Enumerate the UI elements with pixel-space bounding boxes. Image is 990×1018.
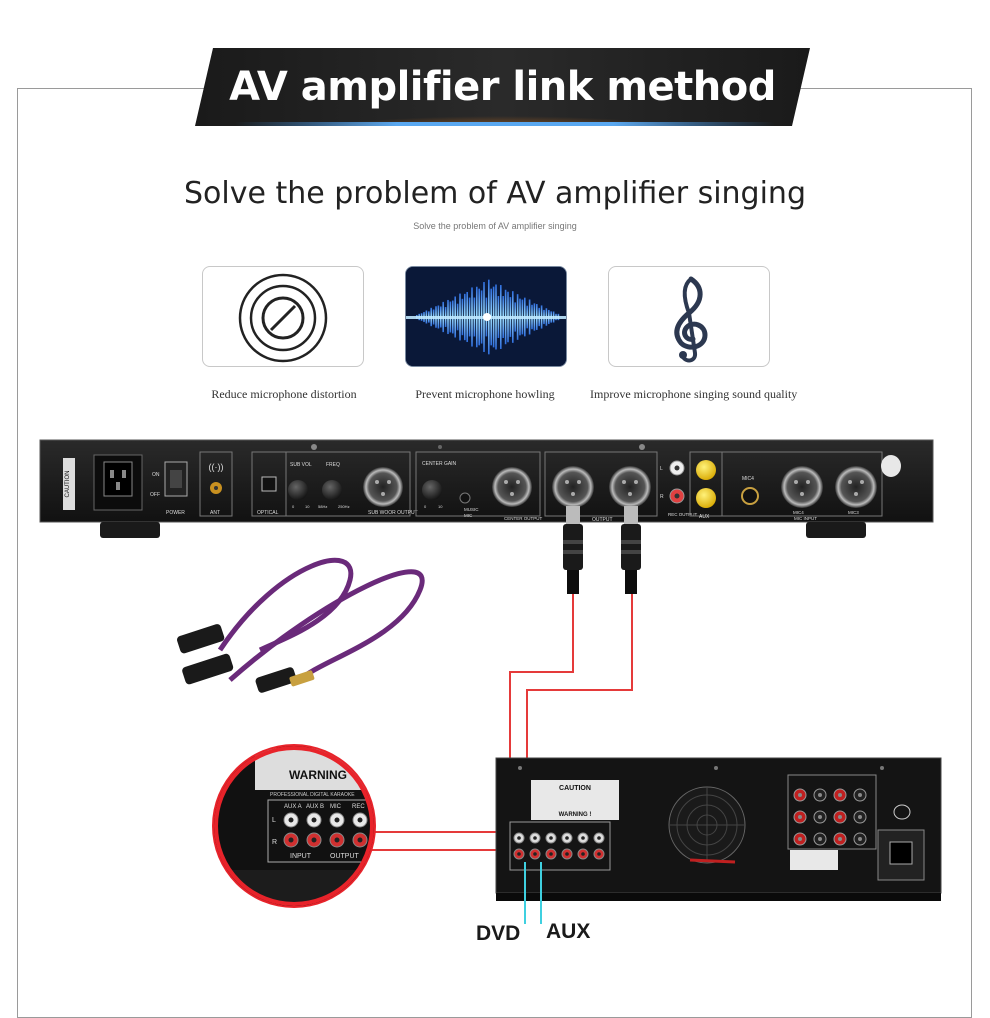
xlr-plugs-inserted	[563, 506, 641, 594]
rec-output-label: REC OUTPUT	[668, 512, 698, 517]
amp-warning-text: WARNING !	[559, 812, 592, 818]
title-banner: AV amplifier link method	[195, 48, 810, 126]
svg-text:10: 10	[305, 504, 310, 509]
zoom-warning-text: WARNING	[289, 768, 347, 782]
feature-card-quality	[608, 266, 770, 367]
svg-text:0: 0	[424, 504, 427, 509]
svg-text:58Hz: 58Hz	[318, 504, 327, 509]
sub-woofer-output-label: SUB WOOR OUTPUT	[368, 510, 418, 516]
microphone-capsule-icon	[238, 273, 328, 363]
mic-label: MIC	[464, 513, 473, 518]
feature-card-distortion	[202, 266, 364, 367]
aux-panel-label: AUX	[699, 514, 710, 520]
sub-vol-label: SUB VOL	[290, 462, 312, 468]
cyan-input-cables	[524, 862, 542, 924]
karaoke-amplifier: CAUTION WARNING !	[495, 757, 942, 901]
zoom-detail: WARNING PROFESSIONAL DIGITAL KARAOKE AUX…	[212, 744, 376, 908]
off-label: OFF	[150, 492, 160, 498]
svg-text:0: 0	[292, 504, 295, 509]
subline: Solve the problem of AV amplifier singin…	[413, 221, 577, 231]
antenna-icon: ((·))	[209, 462, 224, 472]
center-gain-label: CENTER GAIN	[422, 461, 457, 467]
svg-text:MIC: MIC	[330, 804, 342, 810]
feature-caption-quality: Improve microphone singing sound quality	[590, 387, 798, 401]
svg-text:OUTPUT: OUTPUT	[330, 853, 360, 860]
mic-input-label: MIC INPUT	[794, 516, 817, 521]
svg-text:10: 10	[438, 504, 443, 509]
sound-wave-icon	[406, 267, 566, 366]
feature-caption-howling: Prevent microphone howling	[415, 387, 555, 401]
feature-card-howling	[405, 266, 567, 367]
on-label: ON	[152, 472, 160, 478]
banner-title: AV amplifier link method	[229, 64, 776, 110]
music-label: MUSIC	[464, 507, 479, 512]
svg-text:INPUT: INPUT	[290, 853, 312, 860]
svg-text:L: L	[272, 817, 276, 824]
svg-text:MIC4: MIC4	[793, 510, 804, 515]
headline: Solve the problem of AV amplifier singin…	[184, 176, 806, 211]
output-label: OUTPUT	[592, 517, 613, 523]
xlr-to-rca-cables	[177, 557, 425, 693]
optical-label: OPTICAL	[257, 510, 279, 516]
center-output-label: CENTER OUTPUT	[504, 516, 543, 521]
ant-label: ANT	[210, 510, 220, 516]
svg-text:R: R	[272, 839, 277, 846]
treble-clef-icon	[674, 276, 708, 363]
connection-diagram: CAUTION ON OFF POWER ((·)) ANT OPTICAL S…	[39, 439, 942, 924]
svg-text:AUX A: AUX A	[284, 804, 302, 810]
svg-text:MIC3: MIC3	[848, 510, 859, 515]
caution-sticker-text: CAUTION	[65, 471, 71, 498]
freq-label: FREQ	[326, 462, 340, 468]
processor-rear-panel: CAUTION ON OFF POWER ((·)) ANT OPTICAL S…	[39, 439, 934, 538]
svg-text:L: L	[660, 466, 663, 472]
dvd-label: DVD	[476, 922, 521, 945]
aux-label: AUX	[546, 920, 591, 943]
power-label: POWER	[166, 510, 185, 516]
svg-text:R: R	[660, 494, 664, 500]
feature-caption-distortion: Reduce microphone distortion	[211, 387, 357, 401]
amp-caution-text: CAUTION	[559, 785, 591, 792]
svg-text:AUX B: AUX B	[306, 804, 324, 810]
mic4-jack-label: MIC4	[742, 476, 754, 482]
svg-text:250Hz: 250Hz	[338, 504, 350, 509]
svg-text:REC: REC	[352, 804, 365, 810]
zoom-brand-text: PROFESSIONAL DIGITAL KARAOKE	[270, 792, 355, 798]
